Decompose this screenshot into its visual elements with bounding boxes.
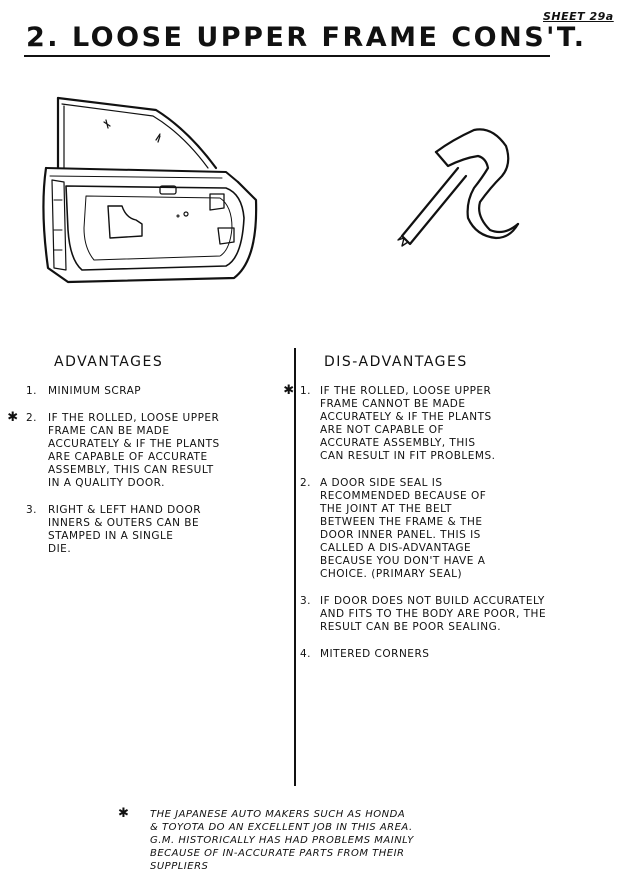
disadvantage-item-1: ✱ 1. IF THE ROLLED, LOOSE UPPER FRAME CA…	[283, 384, 635, 463]
advantages-heading: ADVANTAGES	[54, 354, 164, 370]
advantage-item-3: 3. RIGHT & LEFT HAND DOOR INNERS & OUTER…	[26, 504, 281, 556]
disadvantage-item-3: 3. IF DOOR DOES NOT BUILD ACCURATELY AND…	[300, 595, 635, 634]
asterisk-icon: ✱	[118, 806, 130, 821]
item-text: MINIMUM SCRAP	[48, 385, 142, 397]
item-number: 4.	[300, 648, 312, 660]
advantage-item-1: 1. MINIMUM SCRAP	[26, 385, 281, 398]
item-text: MITERED CORNERS	[320, 648, 430, 660]
item-number: 2.	[300, 477, 312, 489]
item-text: RIGHT & LEFT HAND DOOR INNERS & OUTERS C…	[48, 504, 202, 555]
sheet-number: SHEET 29a	[543, 10, 614, 23]
item-text: A DOOR SIDE SEAL IS RECOMMENDED BECAUSE …	[320, 477, 487, 580]
item-number: 2.	[26, 412, 38, 424]
item-text: IF THE ROLLED, LOOSE UPPER FRAME CANNOT …	[320, 385, 496, 462]
footnote-text: THE JAPANESE AUTO MAKERS SUCH AS HONDA &…	[150, 809, 414, 872]
advantages-list: 1. MINIMUM SCRAP ✱ 2. IF THE ROLLED, LOO…	[7, 385, 281, 570]
page-title: 2. LOOSE UPPER FRAME CONS'T.	[26, 22, 587, 53]
title-underline	[24, 55, 550, 57]
disadvantage-item-4: 4. MITERED CORNERS	[300, 648, 635, 661]
column-divider	[294, 348, 296, 786]
item-number: 1.	[26, 385, 38, 397]
disadvantages-list: ✱ 1. IF THE ROLLED, LOOSE UPPER FRAME CA…	[283, 384, 635, 675]
seal-cross-section-illustration	[397, 128, 520, 247]
item-number: 1.	[300, 385, 312, 397]
item-text: IF THE ROLLED, LOOSE UPPER FRAME CAN BE …	[48, 412, 220, 489]
advantage-item-2: ✱ 2. IF THE ROLLED, LOOSE UPPER FRAME CA…	[7, 411, 281, 490]
disadvantages-heading: DIS-ADVANTAGES	[324, 354, 468, 370]
footnote: ✱ THE JAPANESE AUTO MAKERS SUCH AS HONDA…	[118, 806, 570, 873]
item-number: 3.	[300, 595, 312, 607]
item-number: 3.	[26, 504, 38, 516]
item-text: IF DOOR DOES NOT BUILD ACCURATELY AND FI…	[320, 595, 547, 633]
door-inner-panel-illustration	[42, 96, 258, 284]
asterisk-icon: ✱	[7, 410, 19, 425]
disadvantage-item-2: 2. A DOOR SIDE SEAL IS RECOMMENDED BECAU…	[300, 477, 635, 581]
asterisk-icon: ✱	[283, 383, 295, 398]
